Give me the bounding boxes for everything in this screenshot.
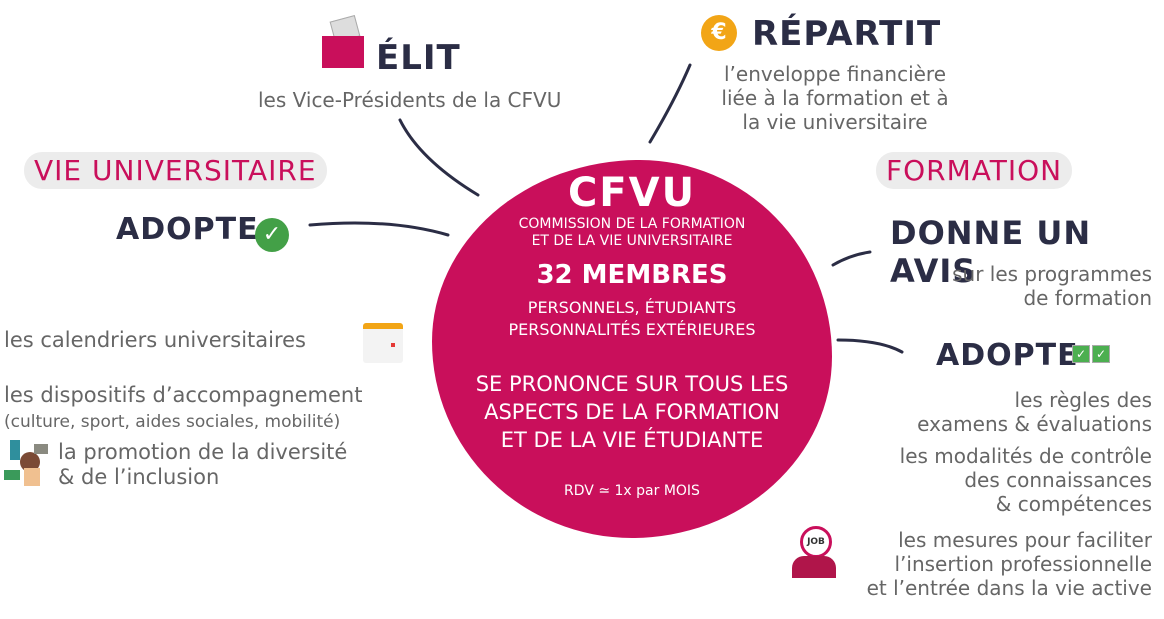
cfvu-title: CFVU bbox=[567, 170, 697, 216]
vie-item: (culture, sport, aides sociales, mobilit… bbox=[4, 412, 341, 432]
ballot-box-icon bbox=[322, 15, 364, 68]
check-circle-icon: ✓ bbox=[255, 218, 289, 252]
donne-avis-title: DONNE UN AVIS bbox=[890, 214, 1092, 290]
members-count: 32 MEMBRES bbox=[536, 260, 728, 290]
coin-icon: € bbox=[701, 15, 737, 51]
formation-heading: FORMATION bbox=[876, 152, 1073, 189]
role-text: ASPECTS DE LA FORMATION bbox=[484, 400, 780, 424]
elit-text: les Vice-Présidents de la CFVU bbox=[258, 88, 562, 112]
calendar-icon bbox=[363, 323, 403, 363]
vie-item: & de l’inclusion bbox=[58, 465, 220, 489]
vie-item: les calendriers universitaires bbox=[4, 328, 306, 352]
members-detail: PERSONNALITÉS EXTÉRIEURES bbox=[508, 320, 756, 339]
rdv-frequency: RDV ≃ 1x par MOIS bbox=[564, 483, 700, 499]
double-check-icon: ✓✓ bbox=[1070, 343, 1110, 363]
vie-universitaire-heading: VIE UNIVERSITAIRE bbox=[24, 152, 327, 189]
role-text: SE PRONONCE SUR TOUS LES bbox=[475, 372, 789, 396]
job-search-icon: JOB bbox=[788, 526, 840, 578]
vie-item: les dispositifs d’accompagnement bbox=[4, 383, 363, 407]
formation-adopte-title: ADOPTE bbox=[936, 338, 1079, 373]
joined-hands-icon bbox=[4, 440, 48, 486]
cfvu-subtitle: ET DE LA VIE UNIVERSITAIRE bbox=[531, 233, 733, 249]
role-text: ET DE LA VIE ÉTUDIANTE bbox=[500, 428, 764, 452]
repartit-title: RÉPARTIT bbox=[752, 14, 942, 54]
vie-item: la promotion de la diversité bbox=[58, 440, 348, 464]
vie-adopte-title: ADOPTE bbox=[116, 212, 259, 247]
elit-title: ÉLIT bbox=[376, 38, 461, 78]
cfvu-subtitle: COMMISSION DE LA FORMATION bbox=[518, 216, 746, 232]
members-detail: PERSONNELS, ÉTUDIANTS bbox=[527, 298, 737, 317]
cfvu-circle: CFVU COMMISSION DE LA FORMATION ET DE LA… bbox=[432, 160, 832, 538]
